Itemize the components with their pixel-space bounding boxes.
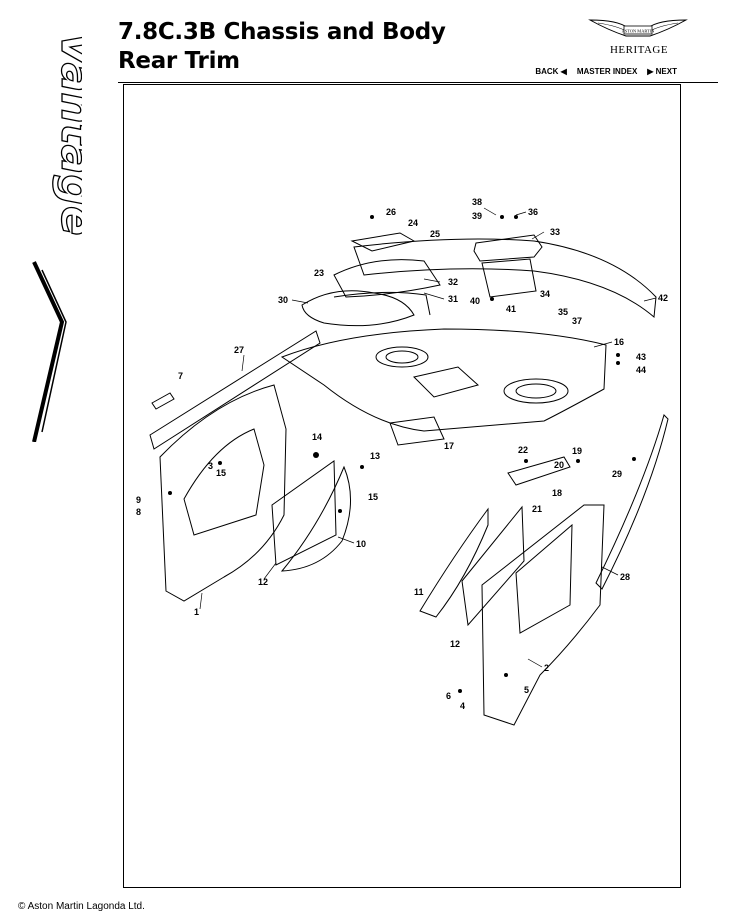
callout-36: 36 [528, 207, 538, 217]
callout-41: 41 [506, 304, 516, 314]
navigation-bar: BACK ◀ MASTER INDEX ▶ NEXT [535, 67, 677, 76]
callout-43: 43 [636, 352, 646, 362]
callout-27: 27 [234, 345, 244, 355]
vantage-logo: Vantage [32, 31, 82, 442]
copyright-text: © Aston Martin Lagonda Ltd. [18, 901, 145, 912]
callout-7: 7 [178, 371, 183, 381]
callout-22: 22 [518, 445, 528, 455]
callout-3: 3 [208, 461, 213, 471]
callout-28: 28 [620, 572, 630, 582]
side-logo-text: Vantage [51, 32, 82, 236]
callout-42: 42 [658, 293, 668, 303]
callout-19: 19 [572, 446, 582, 456]
callout-4: 4 [460, 701, 465, 711]
callout-14: 14 [312, 432, 322, 442]
callout-39: 39 [472, 211, 482, 221]
callout-2: 2 [544, 663, 549, 673]
master-index-link[interactable]: MASTER INDEX [576, 67, 638, 76]
callout-29: 29 [612, 469, 622, 479]
diagram-frame [123, 84, 681, 888]
callout-26: 26 [386, 207, 396, 217]
callout-20: 20 [554, 460, 564, 470]
callout-12-right: 12 [450, 639, 460, 649]
callout-6: 6 [446, 691, 451, 701]
brand-text: ASTON MARTIN [622, 29, 656, 34]
back-link[interactable]: BACK ◀ [535, 67, 567, 76]
callout-12-left: 12 [258, 577, 268, 587]
callout-13: 13 [370, 451, 380, 461]
callout-8: 8 [136, 507, 141, 517]
callout-17: 17 [444, 441, 454, 451]
title-line-1: 7.8C.3B Chassis and Body [118, 19, 446, 45]
callout-21: 21 [532, 504, 542, 514]
callout-15-right: 15 [368, 492, 378, 502]
callout-1: 1 [194, 607, 199, 617]
title-line-2: Rear Trim [118, 48, 240, 74]
callout-40: 40 [470, 296, 480, 306]
page-title: 7.8C.3B Chassis and Body Rear Trim [118, 18, 446, 76]
callout-9: 9 [136, 495, 141, 505]
heritage-label: HERITAGE [609, 44, 669, 56]
callout-37: 37 [572, 316, 582, 326]
callout-34: 34 [540, 289, 550, 299]
callout-31: 31 [448, 294, 458, 304]
aston-martin-wings-logo: ASTON MARTIN [588, 19, 688, 37]
callout-23: 23 [314, 268, 324, 278]
callout-32: 32 [448, 277, 458, 287]
next-link[interactable]: ▶ NEXT [647, 67, 677, 76]
callout-44: 44 [636, 365, 646, 375]
header-rule [118, 82, 718, 83]
callout-38: 38 [472, 197, 482, 207]
callout-11: 11 [414, 587, 424, 597]
callout-24: 24 [408, 218, 418, 228]
callout-33: 33 [550, 227, 560, 237]
callout-10: 10 [356, 539, 366, 549]
callout-18: 18 [552, 488, 562, 498]
callout-16: 16 [614, 337, 624, 347]
rear-trim-exploded-diagram: 38 39 36 26 24 25 33 23 32 31 34 42 30 4… [136, 197, 669, 726]
callout-25: 25 [430, 229, 440, 239]
callout-35: 35 [558, 307, 568, 317]
callout-30: 30 [278, 295, 288, 305]
callout-15-left: 15 [216, 468, 226, 478]
callout-5: 5 [524, 685, 529, 695]
